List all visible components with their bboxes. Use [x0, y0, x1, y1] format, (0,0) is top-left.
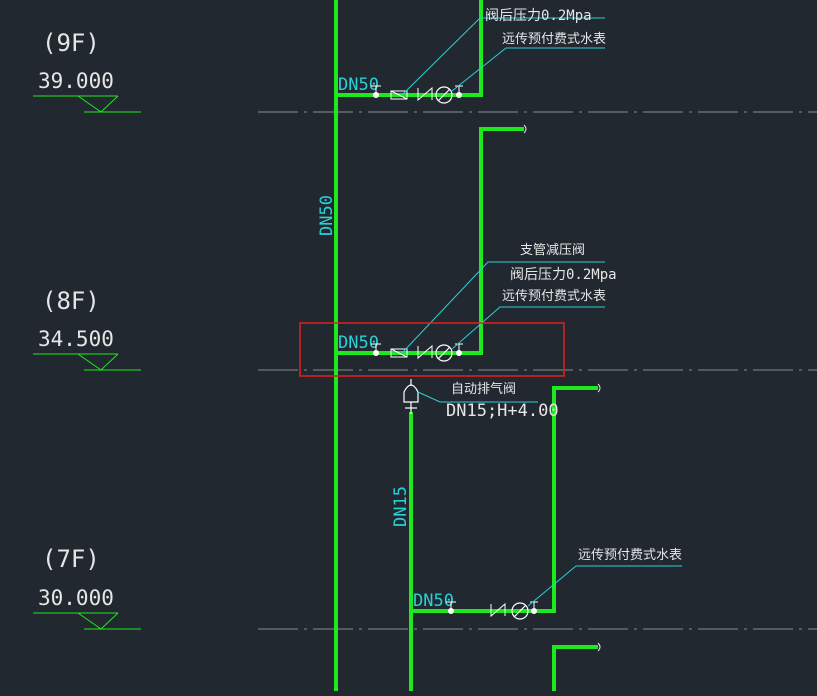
- branch-label-7f: DN50: [413, 591, 454, 611]
- annotation-air-valve: 自动排气阀: [451, 381, 516, 397]
- floor-marker-9f: (9F) 39.000: [33, 29, 141, 113]
- annotation-pressure-8f: 阀后压力0.2Mpa: [510, 267, 617, 283]
- check-valve-icon: [417, 86, 433, 102]
- elevation-triangle-icon: [77, 353, 119, 371]
- annotation-air-valve-spec: DN15;H+4.00: [446, 401, 559, 421]
- check-valve-icon: [490, 602, 506, 618]
- air-release-valve-icon: [403, 379, 419, 414]
- pressure-reducing-valve-icon: [371, 85, 408, 100]
- fittings-7f: DN50 远传预付费式水表: [413, 548, 682, 620]
- annotation-pressure-9f: 阀后压力0.2Mpa: [485, 8, 592, 24]
- water-meter-icon: [435, 86, 453, 104]
- elevation-triangle-icon: [77, 95, 119, 113]
- riser-label-dn15: DN15: [391, 486, 411, 527]
- water-meter-icon: [435, 344, 453, 362]
- floor-marker-7f: (7F) 30.000: [33, 545, 141, 630]
- fittings-9f: DN50 阀后压力0.2Mpa 远传预付费式水表: [338, 8, 606, 104]
- gate-valve-icon: [446, 601, 456, 608]
- annotation-meter-8f: 远传预付费式水表: [502, 289, 606, 304]
- annotation-prv-8f: 支管减压阀: [520, 243, 585, 258]
- floor-elevation: 30.000: [38, 586, 114, 610]
- pipe-end-marks: [523, 124, 601, 652]
- floor-marker-8f: (8F) 34.500: [33, 287, 141, 371]
- floor-name: (8F): [42, 287, 100, 315]
- branch-pipe-9f[interactable]: [336, 0, 483, 97]
- pressure-reducing-valve-icon: [371, 343, 408, 358]
- pipes: [334, 0, 598, 691]
- check-valve-icon: [417, 344, 433, 360]
- annotation-meter-9f: 远传预付费式水表: [502, 32, 606, 47]
- floor-elevation: 39.000: [38, 69, 114, 93]
- branch-label-8f: DN50: [338, 333, 379, 353]
- floor-elevation: 34.500: [38, 327, 114, 351]
- elevation-triangle-icon: [77, 612, 119, 630]
- floor-name: (7F): [42, 545, 100, 573]
- riser-label-dn50: DN50: [317, 195, 337, 236]
- annotation-meter-7f: 远传预付费式水表: [578, 548, 682, 563]
- branch-pipe-7f[interactable]: [411, 386, 598, 613]
- fittings-8f: DN50 支管减压阀 阀后压力0.2Mpa 远传预付费式水表: [338, 243, 617, 362]
- branch-pipe-6f[interactable]: [552, 645, 598, 691]
- branch-label-9f: DN50: [338, 75, 379, 95]
- gate-valve-icon: [455, 343, 463, 350]
- branch-pipe-8f[interactable]: [336, 127, 524, 355]
- gate-valve-icon: [455, 85, 463, 92]
- water-meter-icon: [511, 602, 529, 620]
- selection-highlight-box[interactable]: [299, 322, 565, 377]
- floor-lines: [258, 111, 817, 630]
- gate-valve-icon: [530, 601, 538, 608]
- floor-name: (9F): [42, 29, 100, 57]
